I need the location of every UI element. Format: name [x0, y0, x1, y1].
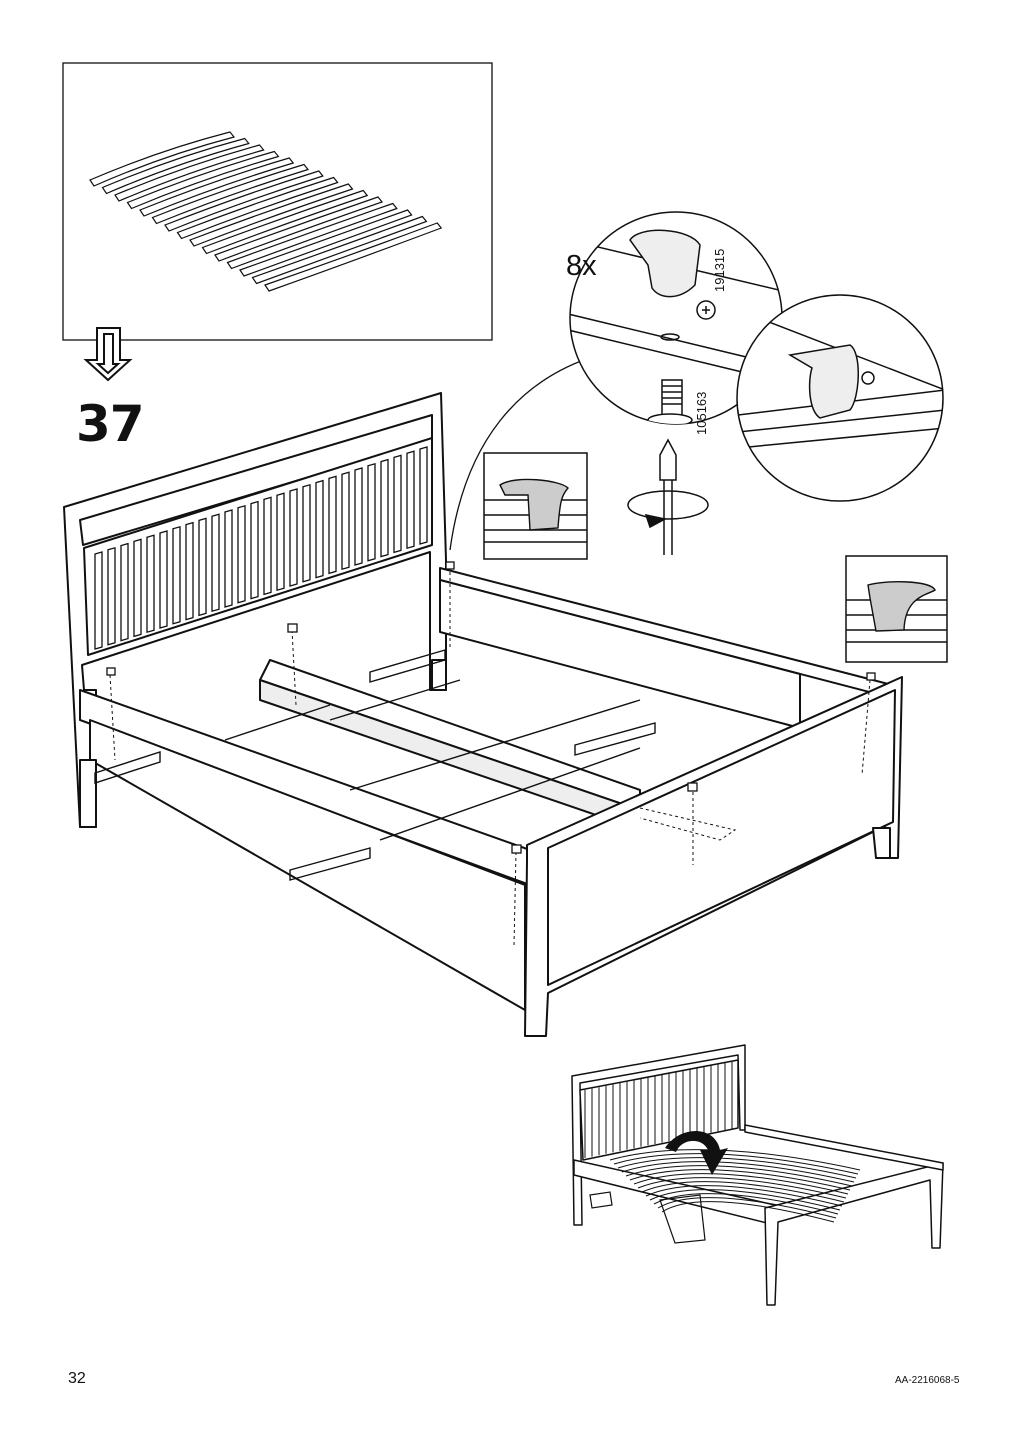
down-arrow-icon	[83, 327, 133, 382]
headboard-slat	[302, 483, 311, 583]
slat	[189, 183, 354, 247]
thumb-bed-slat	[629, 1169, 851, 1191]
slat	[264, 222, 443, 292]
document-code: AA-2216068-5	[895, 1375, 960, 1386]
headboard-slat	[393, 454, 402, 554]
headboard-slat	[211, 513, 220, 613]
headboard-slat	[263, 496, 272, 596]
headboard-slat	[198, 517, 207, 617]
slat	[89, 131, 236, 187]
headboard-slat	[380, 458, 389, 558]
slat	[139, 157, 295, 217]
slat	[239, 209, 413, 277]
slat	[214, 196, 383, 262]
headboard-slats	[94, 446, 428, 650]
headboard-slat	[419, 446, 428, 545]
headboard-slat	[289, 488, 298, 587]
slat	[101, 137, 250, 195]
headboard-slat	[159, 530, 168, 629]
thumb-bed-slat	[657, 1197, 837, 1219]
slat-base-illustration	[89, 131, 443, 292]
slat	[126, 150, 280, 210]
headboard-slat	[94, 551, 103, 650]
slat	[251, 215, 428, 285]
headboard-slat	[328, 475, 337, 575]
slat	[226, 202, 398, 270]
thumb-bed-slat	[645, 1185, 843, 1207]
headboard-slat	[237, 504, 246, 604]
hardware-quantity: 8x	[566, 250, 597, 282]
headboard-slat	[406, 450, 415, 550]
headboard-slat	[354, 467, 363, 566]
headboard-slat	[250, 500, 259, 600]
headboard-slat	[146, 534, 155, 634]
slat	[176, 176, 339, 240]
headboard-slat	[185, 521, 194, 621]
thumb-bed-slat	[661, 1201, 835, 1223]
headboard-slat	[224, 509, 233, 608]
page-number: 32	[68, 1370, 86, 1387]
thumb-bed-slat	[637, 1177, 847, 1199]
headboard-slat	[367, 462, 376, 562]
headboard-slat	[341, 471, 350, 571]
headboard-slat	[172, 525, 181, 625]
step-number: 37	[76, 395, 145, 453]
headboard-slat	[133, 538, 142, 638]
rotate-arrow-icon	[665, 1130, 728, 1175]
headboard-slat	[120, 542, 129, 642]
thumb-bed-slat	[649, 1189, 841, 1211]
thumb-bed-slat	[633, 1173, 849, 1195]
headboard-slat	[276, 492, 285, 592]
headboard-slat	[315, 479, 324, 579]
slat	[151, 163, 310, 225]
slat	[164, 170, 324, 232]
slat	[201, 189, 369, 255]
headboard-slat	[107, 546, 116, 646]
thumb-bed-slat	[625, 1165, 853, 1187]
thumb-bed-slat	[641, 1181, 845, 1203]
slat	[114, 144, 265, 202]
